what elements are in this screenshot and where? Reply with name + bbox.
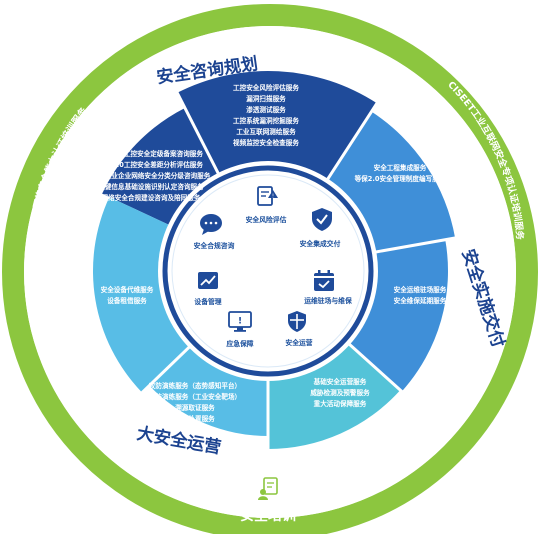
training-ring: [2, 4, 538, 538]
segment-dividers: [119, 87, 471, 476]
segment-operations-left: [92, 197, 191, 393]
operations-bottom-right-list: 基础安全运营服务 威胁检测及预警服务 重大活动保障服务: [310, 377, 370, 408]
inner-label-device: 设备管理: [194, 297, 221, 306]
list-item: 安全运维驻场服务: [394, 285, 447, 294]
risk-assessment-icon: !: [257, 186, 278, 206]
list-item: 攻防演练服务（工业安全靶场）: [149, 392, 241, 401]
consulting-top-list: 工控安全风险评估服务 漏洞扫描服务 渗透测试服务 工控系统漏洞挖掘服务 工业互联…: [233, 83, 299, 147]
segment-divider: [374, 233, 471, 254]
operations-left-list: 安全设备代维服务 设备租借服务: [101, 285, 154, 305]
list-item: 网络安全合规建设咨询及陪同服务: [102, 193, 201, 202]
training-document-icon: [258, 477, 278, 500]
list-item: 溯源取证服务: [175, 403, 215, 412]
monitor-alert-icon: !: [228, 311, 252, 332]
list-item: 渗透测试服务: [246, 105, 286, 114]
consulting-left-list: 等保2.0工控安全定级备案咨询服务 等保2.0工控安全差距分析评估服务 联网工业…: [92, 149, 211, 202]
list-item: 工控系统漏洞挖掘服务: [233, 116, 299, 125]
list-item: 设备租借服务: [107, 296, 147, 305]
list-item: 漏洞扫描服务: [246, 94, 286, 103]
inner-label-onsite: 运维驻场与维保: [304, 296, 352, 305]
list-item: 重大活动保障服务: [314, 399, 367, 408]
line-chart-icon: [198, 272, 218, 289]
list-item: 视频监控安全检查服务: [233, 138, 299, 147]
calendar-check-icon: [314, 270, 334, 291]
list-item: 等保2.0安全管理制度编写服务: [354, 174, 446, 183]
list-item: 安全工程集成服务: [374, 163, 427, 172]
implementation-upper-list: 安全工程集成服务 等保2.0安全管理制度编写服务: [354, 163, 446, 183]
shield-check-icon: [312, 208, 332, 231]
inner-ring: [162, 165, 374, 377]
segment-divider: [119, 344, 192, 415]
segment-consulting-top: [177, 71, 377, 181]
list-item: 应急处置服务: [175, 414, 215, 423]
list-item: 等保2.0工控安全定级备案咨询服务: [98, 149, 203, 158]
shield-icon: [288, 311, 306, 332]
list-item: 威胁检测及预警服务: [310, 388, 370, 397]
svg-text:!: !: [238, 317, 242, 327]
segment-divider: [347, 342, 422, 410]
segment-implementation-upper: [326, 111, 456, 253]
implementation-lower-list: 安全运维驻场服务 安全维保延期服务: [394, 285, 447, 305]
list-item: 攻防演练服务（态势感知平台）: [149, 381, 241, 390]
svg-text:!: !: [272, 194, 274, 200]
inner-label-compliance: 安全合规咨询: [194, 241, 235, 250]
segment-divider: [325, 98, 381, 182]
segment-implementation-lower: [348, 239, 448, 392]
segment-operations-bottom-right: [268, 343, 401, 449]
list-item: 等保2.0工控安全差距分析评估服务: [98, 160, 203, 169]
inner-label-emergency: 应急保障: [226, 339, 253, 348]
ring-label-bottom: 安全培训: [240, 507, 296, 524]
list-item: 基础安全运营服务: [314, 377, 367, 386]
inner-label-integration: 安全集成交付: [300, 239, 341, 248]
list-item: 关键信息基础设施识别认定咨询服务: [98, 182, 204, 191]
list-item: 联网工业企业网络安全分类分级咨询服务: [92, 171, 211, 180]
segment-operations-bottom-left: [149, 346, 268, 436]
list-item: 工控安全风险评估服务: [233, 83, 299, 92]
inner-core: [171, 174, 365, 368]
inner-label-ops: 安全运营: [285, 338, 312, 347]
operations-bottom-left-list: 攻防演练服务（态势感知平台） 攻防演练服务（工业安全靶场） 溯源取证服务 应急处…: [149, 381, 241, 423]
chat-bubbles-icon: [200, 214, 222, 235]
inner-label-risk: 安全风险评估: [246, 215, 287, 224]
segment-divider: [173, 87, 221, 176]
list-item: 安全设备代维服务: [101, 285, 154, 294]
list-item: 安全维保延期服务: [394, 296, 447, 305]
list-item: 工业互联网测绘服务: [236, 127, 296, 136]
